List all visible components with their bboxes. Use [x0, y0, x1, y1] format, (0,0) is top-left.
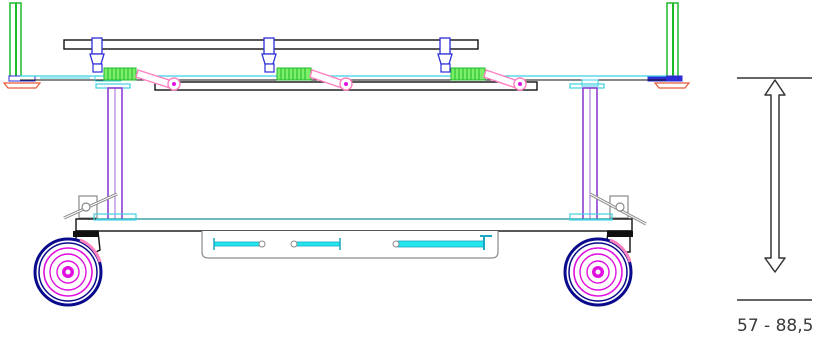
height-dimension: [737, 77, 812, 301]
left-caster-wheel: [33, 230, 103, 307]
spring-block-3: [450, 67, 486, 81]
tilt-link-2: [309, 69, 353, 91]
rail-clamp-2: [261, 37, 277, 73]
tilt-link-3: [483, 69, 527, 91]
left-lift-column: [107, 87, 123, 221]
tilt-link-1: [135, 69, 181, 91]
base-frame: [75, 213, 633, 232]
height-range-label: 57 - 88,5: [737, 316, 814, 336]
double-headed-vertical-arrow-icon: [764, 79, 786, 273]
right-end-post: [647, 2, 691, 89]
storage-tray: [201, 231, 499, 259]
rail-clamp-3: [437, 37, 453, 73]
spring-block-1: [103, 67, 137, 81]
left-end-post: [2, 2, 42, 89]
right-caster-wheel: [563, 230, 633, 307]
left-brake-lever: [63, 192, 118, 220]
spring-block-2: [276, 67, 312, 81]
right-brake-lever: [589, 192, 647, 226]
right-lift-column: [582, 87, 598, 221]
rail-clamp-1: [89, 37, 105, 73]
